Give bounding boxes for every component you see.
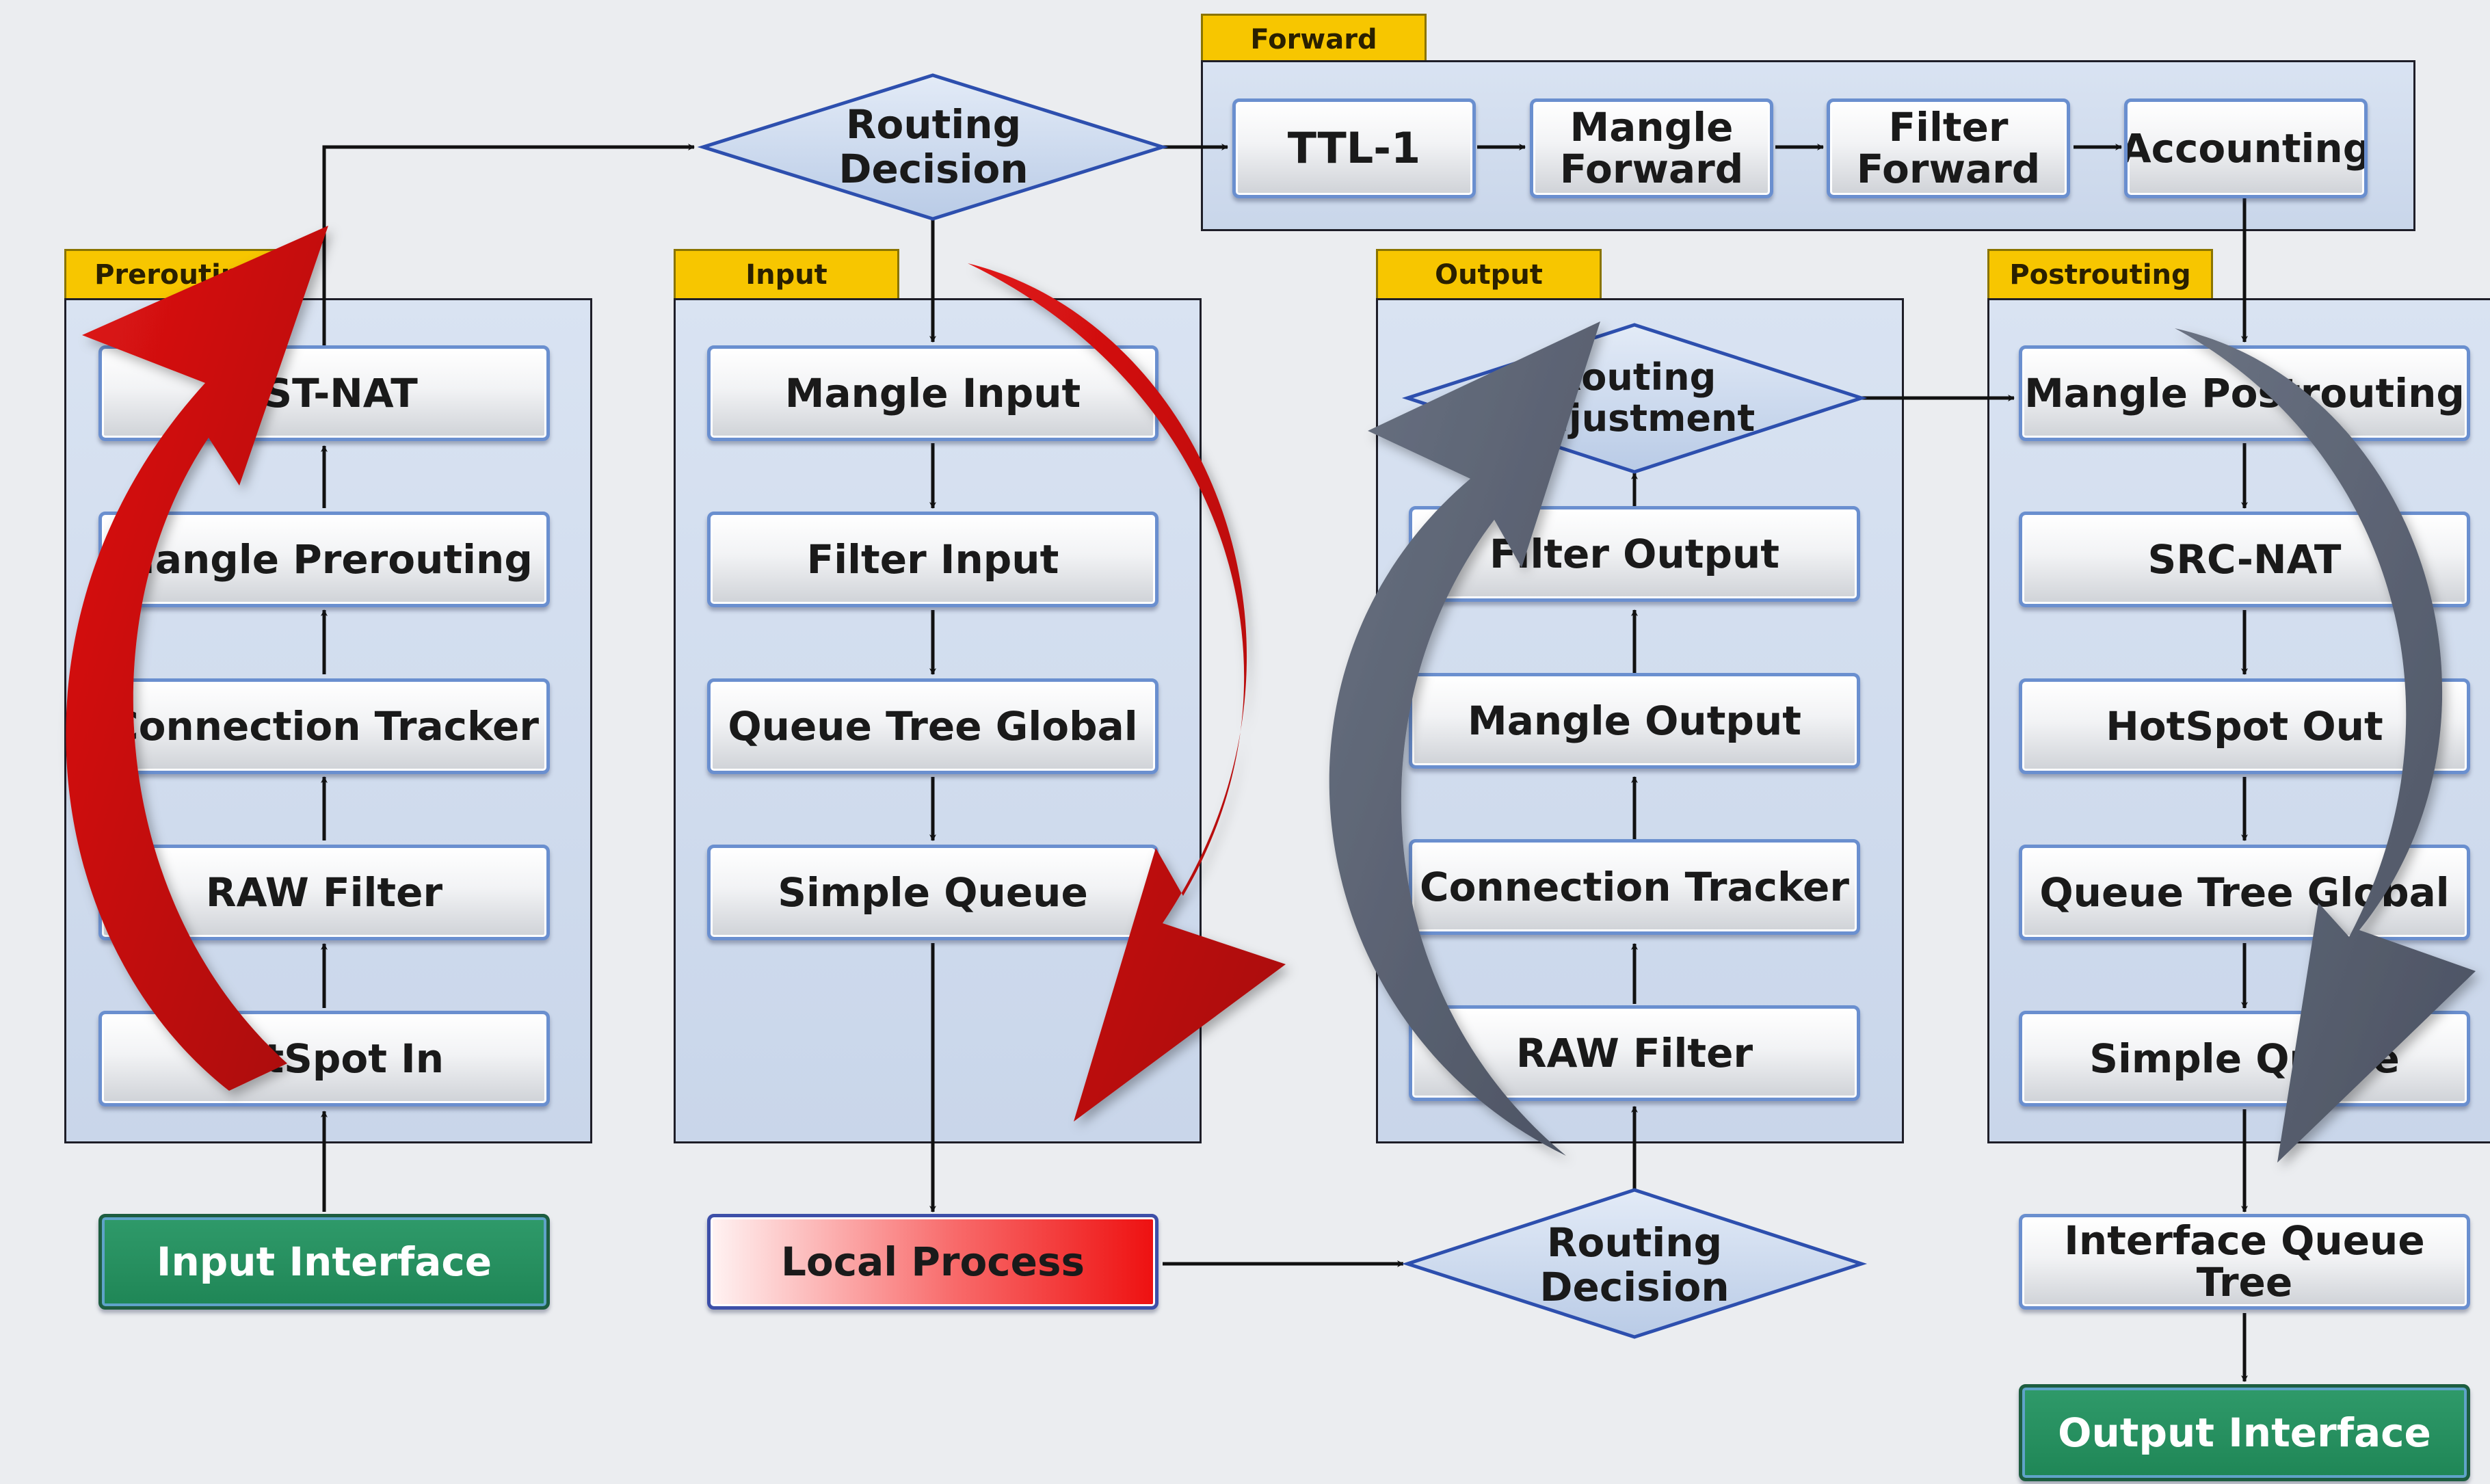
output-section-tab: Output xyxy=(1376,249,1602,298)
gray-curved-arrow-postrouting xyxy=(2175,328,2476,1163)
postrouting-section-tab: Postrouting xyxy=(1987,249,2213,298)
mangle-output-box: Mangle Output xyxy=(1409,673,1860,769)
output-interface-box: Output Interface xyxy=(2019,1384,2470,1481)
filter-forward-box: Filter Forward xyxy=(1827,98,2070,198)
routing-decision-bottom-label: Routing Decision xyxy=(1539,1219,1730,1310)
accounting-box: Accounting xyxy=(2124,98,2368,198)
routing-decision-top-label: Routing Decision xyxy=(838,101,1029,192)
connection-tracker-pre-box: Connection Tracker xyxy=(98,678,550,774)
local-process-box: Local Process xyxy=(707,1214,1158,1310)
red-curved-arrow-input xyxy=(968,263,1286,1122)
filter-input-box: Filter Input xyxy=(707,512,1158,607)
simple-queue-input-box: Simple Queue xyxy=(707,845,1158,940)
input-interface-box: Input Interface xyxy=(98,1214,550,1310)
interface-queue-tree-box: Interface Queue Tree xyxy=(2019,1214,2470,1310)
hotspot-out-box: HotSpot Out xyxy=(2019,678,2470,774)
input-section-tab: Input xyxy=(674,249,899,298)
ttl-decrement-box: TTL-1 xyxy=(1232,98,1476,198)
gray-curved-arrow-output xyxy=(1329,321,1600,1156)
mangle-forward-box: Mangle Forward xyxy=(1530,98,1773,198)
connection-tracker-out-box: Connection Tracker xyxy=(1409,839,1860,935)
filter-output-box: Filter Output xyxy=(1409,506,1860,602)
queue-tree-global-input-box: Queue Tree Global xyxy=(707,678,1158,774)
mangle-prerouting-box: Mangle Prerouting xyxy=(98,512,550,607)
forward-section-tab: Forward xyxy=(1201,14,1427,63)
routing-decision-top-diamond xyxy=(697,73,1169,221)
red-curved-arrow-left xyxy=(66,226,328,1091)
routing-decision-bottom-diamond xyxy=(1401,1188,1868,1339)
connector-dstnat-to-routing xyxy=(322,144,695,345)
